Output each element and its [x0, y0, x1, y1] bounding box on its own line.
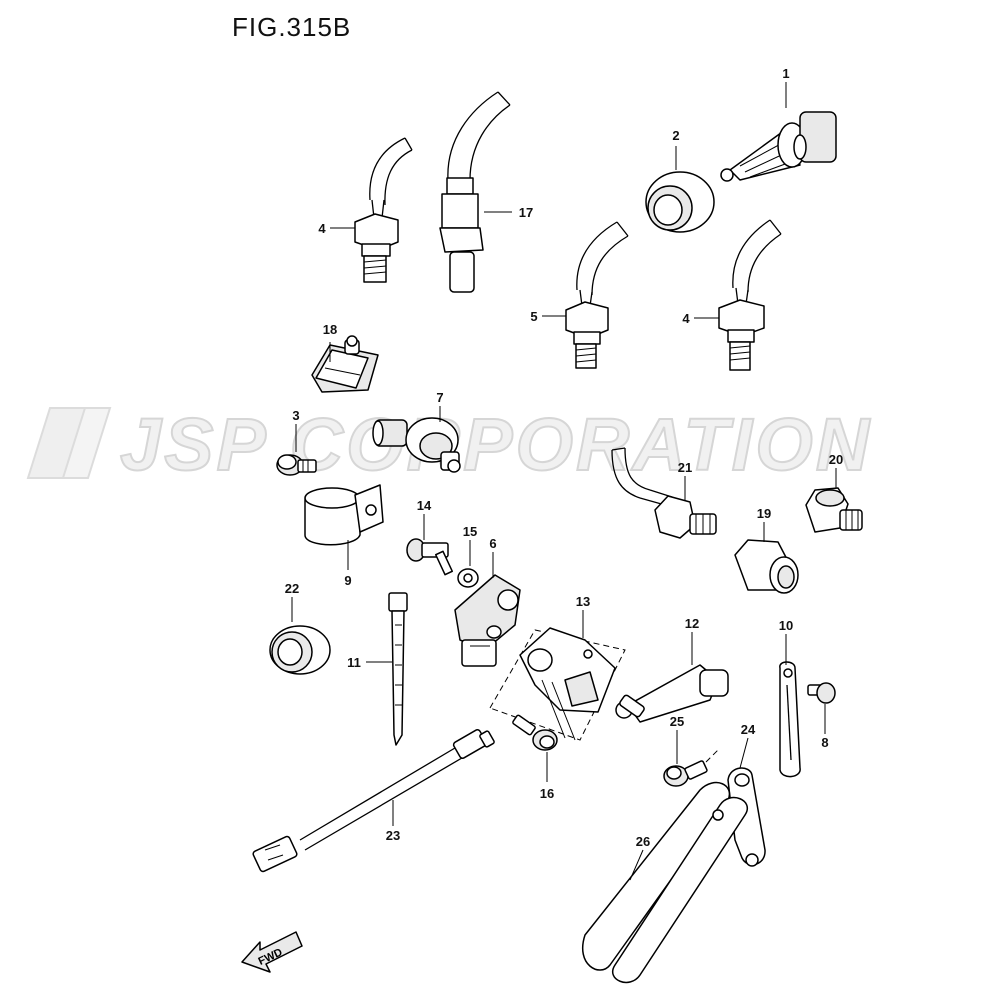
callout-14: 14: [417, 498, 432, 513]
callout-3: 3: [292, 408, 299, 423]
part-12-arm: [615, 664, 729, 723]
callout-1: 1: [782, 66, 789, 81]
callout-labels: 1 2 4 17 5 4 18 7 3 21 20 14 19 15 6 9 2…: [285, 66, 843, 849]
part-11-cable-tie: [388, 592, 408, 746]
callout-24: 24: [741, 722, 756, 737]
callout-6: 6: [489, 536, 496, 551]
part-16-bolt: [512, 714, 558, 751]
part-14-bolt: [406, 538, 454, 576]
part-24-bracket: [727, 767, 766, 867]
part-23-harness: [252, 729, 495, 873]
callout-20: 20: [829, 452, 843, 467]
callout-10: 10: [779, 618, 793, 633]
callout-22: 22: [285, 581, 299, 596]
callout-21: 21: [678, 460, 692, 475]
callout-4a: 4: [318, 221, 326, 236]
callout-15: 15: [463, 524, 477, 539]
part-4a-sensor: [354, 137, 413, 283]
part-7-switch: [372, 417, 461, 473]
callout-12: 12: [685, 616, 699, 631]
callout-11: 11: [347, 655, 361, 670]
part-21-sensor: [611, 447, 717, 539]
part-18-clip: [311, 335, 379, 393]
part-4b-sensor: [718, 219, 782, 371]
figure-title: FIG.315B: [232, 12, 352, 42]
callout-16: 16: [540, 786, 554, 801]
part-8-bolt: [807, 682, 836, 704]
part-1-sender: [720, 111, 837, 182]
callout-26: 26: [636, 834, 650, 849]
callout-18: 18: [323, 322, 337, 337]
callout-13: 13: [576, 594, 590, 609]
part-13-bracket: [489, 627, 626, 741]
part-19-fitting: [734, 539, 799, 594]
part-5-sensor: [565, 221, 629, 369]
part-3-bolt: [276, 454, 317, 476]
callout-4b: 4: [682, 311, 690, 326]
callout-25: 25: [670, 714, 684, 729]
part-25-bolt: [663, 747, 721, 787]
fwd-arrow: FWD: [241, 931, 303, 973]
part-20-sensor: [805, 487, 863, 533]
part-2-grommet: [645, 171, 715, 233]
part-9-clamp: [304, 484, 384, 546]
part-26-lever: [582, 781, 748, 984]
part-6-sensor: [454, 574, 521, 667]
callout-5: 5: [530, 309, 537, 324]
callout-19: 19: [757, 506, 771, 521]
callout-23: 23: [386, 828, 400, 843]
part-17-sensor: [439, 91, 511, 293]
callout-2: 2: [672, 128, 679, 143]
part-15-washer: [457, 568, 479, 588]
callout-7: 7: [436, 390, 443, 405]
callout-8: 8: [821, 735, 828, 750]
part-10-strap: [779, 661, 801, 778]
callout-9: 9: [344, 573, 351, 588]
callout-17: 17: [519, 205, 533, 220]
leader-lines: [291, 82, 837, 881]
part-22-grommet: [269, 625, 331, 675]
